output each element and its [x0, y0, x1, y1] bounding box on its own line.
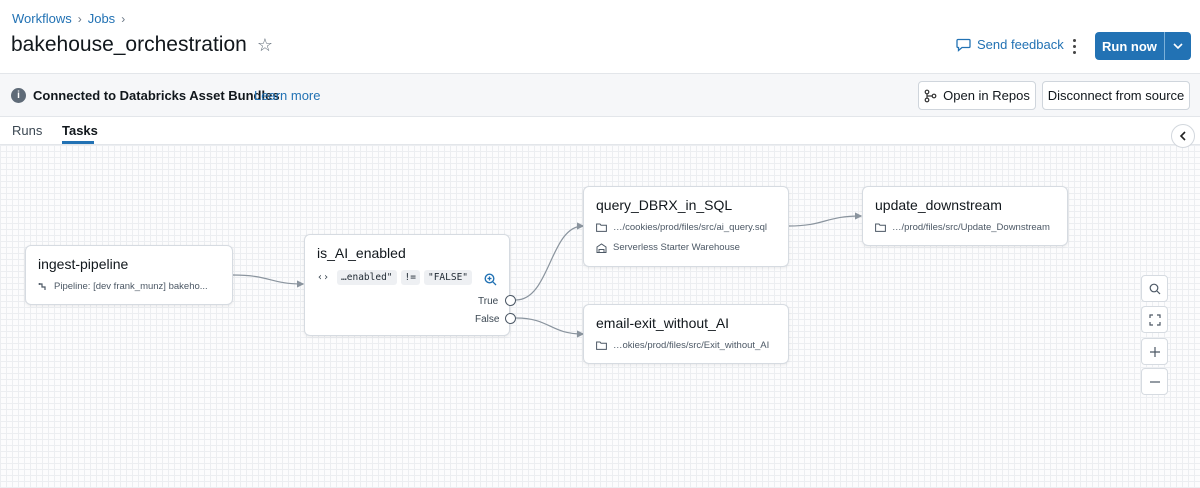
task-warehouse: Serverless Starter Warehouse	[613, 242, 740, 253]
run-options-button[interactable]	[1164, 32, 1191, 60]
false-branch-port[interactable]	[505, 313, 516, 324]
condition-expression: ‹› …enabled" != "FALSE"	[317, 270, 473, 285]
run-now-label: Run now	[1102, 38, 1157, 54]
send-feedback-link[interactable]: Send feedback	[956, 37, 1064, 52]
chevron-right-icon: ›	[121, 11, 126, 26]
task-subtitle-row: …/prod/files/src/Update_Downstream	[875, 222, 1050, 233]
zoom-out-button[interactable]	[1141, 368, 1168, 395]
task-subtitle-row: Pipeline: [dev frank_munz] bakeho...	[38, 281, 208, 292]
open-in-repos-label: Open in Repos	[943, 88, 1030, 103]
search-button[interactable]	[1141, 275, 1168, 302]
disconnect-label: Disconnect from source	[1047, 88, 1185, 103]
task-node-is-ai-enabled[interactable]: is_AI_enabled ‹› …enabled" != "FALSE" Tr…	[304, 234, 510, 336]
task-path: …okies/prod/files/src/Exit_without_AI	[613, 340, 770, 351]
search-icon	[1149, 283, 1160, 294]
banner-text: Connected to Databricks Asset Bundles	[33, 88, 280, 103]
chevron-down-icon	[1173, 43, 1183, 49]
true-branch-label: True	[478, 296, 499, 307]
more-options-icon[interactable]	[1066, 35, 1082, 57]
folder-icon	[596, 341, 607, 350]
zoom-in-button[interactable]	[1141, 338, 1168, 365]
open-in-repos-button[interactable]: Open in Repos	[918, 81, 1036, 110]
task-subtitle-row: …/cookies/prod/files/src/ai_query.sql	[596, 222, 767, 233]
run-now-button-group: Run now	[1095, 32, 1191, 60]
true-branch-port[interactable]	[505, 295, 516, 306]
false-branch-label: False	[475, 314, 500, 325]
task-subtitle-row: …okies/prod/files/src/Exit_without_AI	[596, 340, 769, 351]
folder-icon	[875, 223, 886, 232]
star-icon[interactable]: ☆	[256, 34, 273, 55]
condition-right: "FALSE"	[423, 270, 473, 285]
fit-view-button[interactable]	[1141, 306, 1168, 333]
task-subtitle: Pipeline: [dev frank_munz] bakeho...	[54, 281, 208, 292]
task-title: query_DBRX_in_SQL	[596, 197, 733, 213]
run-now-button[interactable]: Run now	[1095, 32, 1164, 60]
chevron-right-icon: ›	[77, 11, 82, 26]
fit-view-icon	[1148, 313, 1161, 326]
task-title: update_downstream	[875, 197, 1002, 213]
page-title: bakehouse_orchestration ☆	[11, 33, 273, 57]
collapse-panel-button[interactable]	[1171, 124, 1195, 148]
condition-operator: !=	[400, 270, 420, 285]
folder-icon	[596, 223, 607, 232]
task-node-query-dbrx-in-sql[interactable]: query_DBRX_in_SQL …/cookies/prod/files/s…	[583, 186, 789, 267]
breadcrumb-workflows[interactable]: Workflows	[12, 11, 72, 26]
chevron-left-icon	[1179, 131, 1186, 141]
send-feedback-label: Send feedback	[977, 37, 1064, 52]
disconnect-from-source-button[interactable]: Disconnect from source	[1042, 81, 1190, 110]
info-icon: i	[11, 88, 26, 103]
code-icon: ‹›	[317, 272, 330, 283]
task-node-ingest-pipeline[interactable]: ingest-pipeline Pipeline: [dev frank_mun…	[25, 245, 233, 305]
tabs-divider	[0, 144, 1200, 145]
task-node-email-exit-without-ai[interactable]: email-exit_without_AI …okies/prod/files/…	[583, 304, 789, 364]
breadcrumb: Workflows › Jobs ›	[12, 11, 125, 26]
tab-tasks[interactable]: Tasks	[62, 123, 98, 138]
learn-more-link[interactable]: Learn more	[254, 88, 321, 103]
job-title: bakehouse_orchestration	[11, 33, 247, 56]
active-tab-indicator	[62, 141, 94, 144]
speech-bubble-icon	[956, 38, 971, 52]
zoom-in-icon[interactable]	[484, 273, 497, 286]
task-title: email-exit_without_AI	[596, 315, 730, 331]
task-warehouse-row: Serverless Starter Warehouse	[596, 242, 740, 253]
warehouse-icon	[596, 242, 607, 253]
task-node-update-downstream[interactable]: update_downstream …/prod/files/src/Updat…	[862, 186, 1068, 246]
minus-icon	[1149, 380, 1160, 383]
task-title: is_AI_enabled	[317, 245, 406, 261]
breadcrumb-jobs[interactable]: Jobs	[87, 11, 116, 26]
plus-icon	[1149, 346, 1160, 357]
task-title: ingest-pipeline	[38, 256, 129, 272]
git-branch-icon	[924, 89, 937, 102]
task-path: …/prod/files/src/Update_Downstream	[892, 222, 1050, 233]
condition-left: …enabled"	[337, 270, 397, 285]
pipeline-icon	[38, 282, 46, 290]
tab-runs[interactable]: Runs	[12, 123, 43, 138]
task-path: …/cookies/prod/files/src/ai_query.sql	[613, 222, 767, 233]
